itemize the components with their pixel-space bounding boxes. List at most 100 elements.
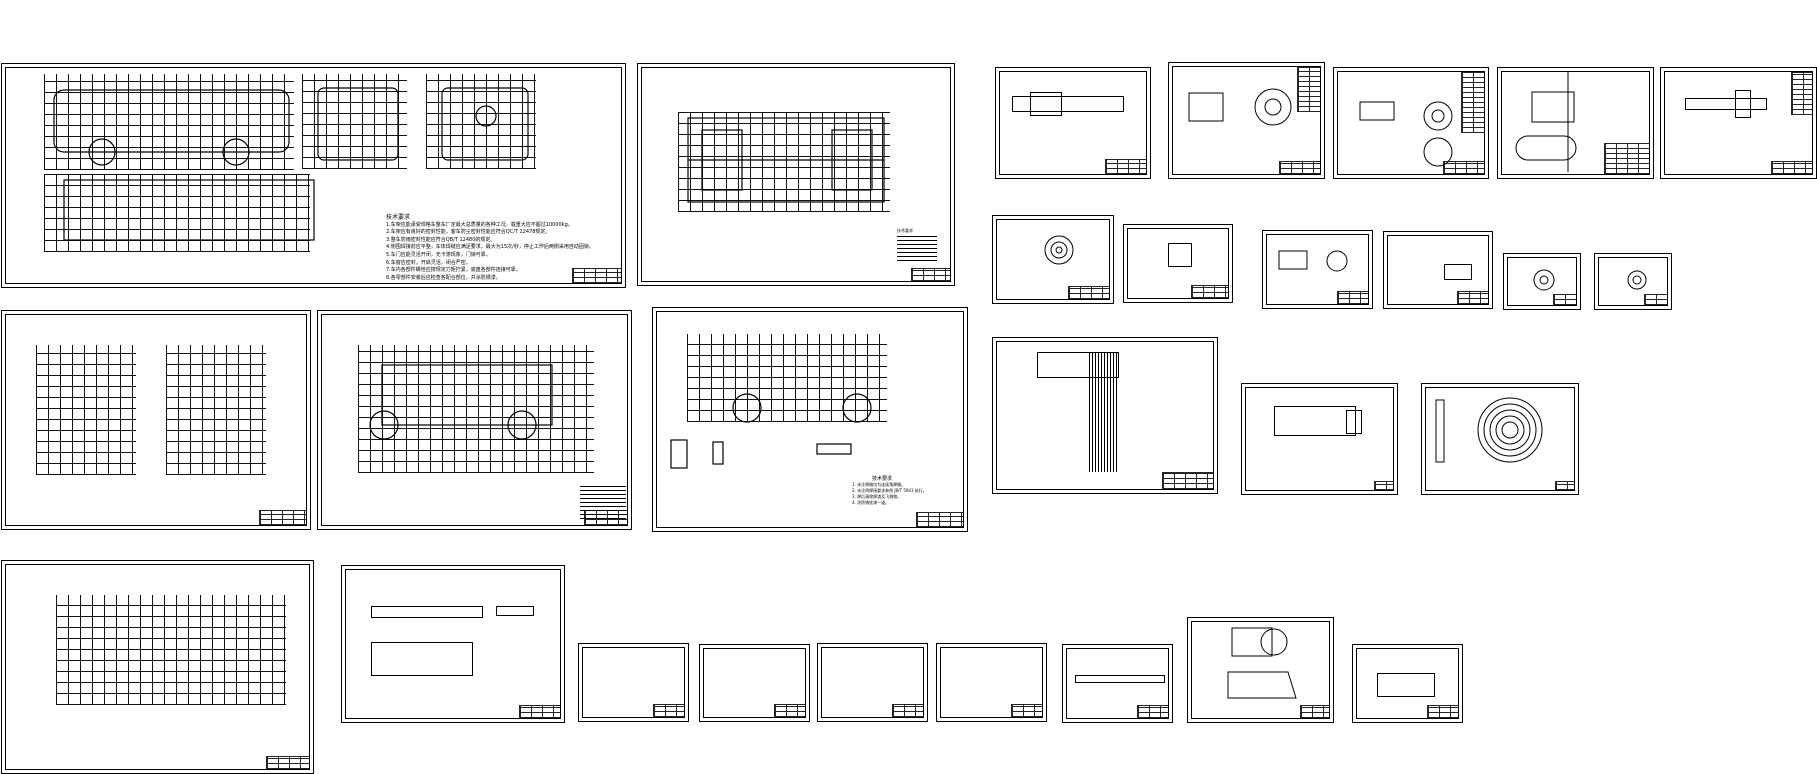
title-block: [584, 510, 627, 525]
title-block: [1374, 481, 1393, 490]
sheet-part-7[interactable]: [1123, 224, 1233, 303]
sheet-rect-block[interactable]: [1241, 383, 1398, 495]
sheet-part-3[interactable]: [1333, 67, 1489, 179]
sheet-part-13[interactable]: [578, 643, 689, 722]
wedge-drawing: [1227, 627, 1297, 699]
title-block: [1297, 67, 1320, 112]
title-block: [1011, 704, 1042, 717]
sheet-part-9[interactable]: [1383, 231, 1493, 309]
chassis-outline-drawing: [687, 117, 885, 203]
sheet-chassis-plan[interactable]: 技术要求: [637, 63, 955, 286]
sheet-side-section[interactable]: [317, 310, 632, 530]
sheet-part-19[interactable]: [1352, 644, 1463, 723]
title-block: [1300, 705, 1329, 718]
sheet-part-8[interactable]: [1262, 230, 1373, 309]
title-block: [1443, 161, 1484, 174]
part-plate: [1444, 264, 1472, 280]
part-block: [1377, 673, 1435, 697]
tech-note-line: 2.车架应有良好的密封性能，客车防尘密封性能应符合QC/T 12478规定。: [386, 229, 551, 236]
tech-note-line: 3.整车防雨密封性能应符合QB/T 12480的规定。: [386, 236, 496, 243]
bus-outline-drawing: [53, 87, 529, 241]
part-bar: [1075, 675, 1165, 683]
tech-note-line: 2. 未注明焊接要求参照 JB/T 5943 执行。: [852, 488, 927, 493]
tech-note-line: 4.侧围焊接前应平整，车体焊缝应满足要求，最大为15次/秒，停止工作后两侧采用自…: [386, 244, 594, 251]
part-shaft: [1012, 96, 1124, 112]
brake-drum-drawing: [1359, 101, 1453, 167]
title-block: [1604, 143, 1649, 174]
part-rect-block: [1274, 406, 1356, 436]
chassis-grid: [678, 112, 890, 212]
sheet-part-5[interactable]: [1660, 67, 1817, 179]
body-frame-drawing: [670, 393, 872, 469]
flange-drawing: [1278, 250, 1348, 272]
note-lines: [897, 233, 937, 261]
sheet-body-frame[interactable]: 技术要求 1. 未注焊缝均为连续角焊缝。 2. 未注明焊接要求参照 JB/T 5…: [652, 307, 968, 532]
title-block: [259, 510, 306, 525]
sheet-part-1[interactable]: [995, 67, 1151, 179]
title-block: [774, 704, 805, 717]
tech-note-line: 6.车窗应密封，开启灵活，闭合严密。: [386, 259, 471, 266]
sheet-roof-frame[interactable]: [1, 560, 314, 774]
part-gear: [1168, 243, 1192, 267]
part-beam: [371, 606, 483, 618]
title-block: [266, 756, 309, 769]
sheet-part-10[interactable]: [1503, 253, 1581, 310]
tech-note-line: 4. 涂防锈底漆一道。: [852, 500, 890, 505]
tech-note-line: 7.车内各部件螺栓应按规定力矩拧紧，底盘各部件连接可靠。: [386, 267, 521, 274]
tech-note-line: 3. 焊后清除焊渣及飞溅物。: [852, 494, 902, 499]
sheet-part-6[interactable]: [992, 215, 1114, 304]
title-block: [1162, 472, 1213, 489]
title-block: [916, 512, 963, 527]
title-block: [1279, 161, 1320, 174]
tech-note-line: 1. 未注焊缝均为连续角焊缝。: [852, 482, 906, 487]
plan-view-grid: [44, 174, 310, 252]
title-block: [1137, 705, 1168, 718]
side-section-grid: [358, 345, 594, 473]
tech-note-line: 8.各零部件安装后应检查各配合部位，并涂防锈漆。: [386, 274, 501, 281]
part-axle: [1685, 98, 1767, 110]
small-disc-drawing: [1627, 270, 1647, 290]
disc-drawing: [1044, 235, 1074, 265]
tech-notes-heading-1: 技术要求: [386, 214, 411, 221]
title-block: [1427, 705, 1458, 718]
seat-bracket-drawing: [1515, 72, 1577, 172]
part-axle-flange: [1735, 90, 1751, 118]
title-block: [1791, 72, 1812, 115]
title-block: [1644, 294, 1667, 305]
sheet-part-15[interactable]: [817, 643, 928, 722]
title-block: [892, 704, 923, 717]
tech-notes-heading-3: 技术要求: [872, 476, 893, 482]
sheet-part-2[interactable]: [1168, 62, 1325, 179]
sheet-part-16[interactable]: [936, 643, 1047, 722]
sheet-part-4[interactable]: [1497, 67, 1654, 179]
front-section-grid: [36, 345, 136, 475]
tech-note-line: 5.车门应能灵活开闭，无卡滞现象，门锁可靠。: [386, 251, 491, 258]
sheet-part-11[interactable]: [1594, 253, 1672, 310]
tube-bundle-lines: [1089, 352, 1119, 472]
sheet-bus-general-assembly[interactable]: 技术要求 1.车架应能承受规格车整车厂定最大总质量的各种工况，载重大应不超过10…: [1, 63, 626, 288]
part-rect-block-side: [1346, 410, 1362, 434]
title-block: [653, 704, 684, 717]
title-block: [1553, 294, 1576, 305]
sheet-part-18[interactable]: [1187, 617, 1334, 723]
title-block: [572, 268, 621, 283]
title-block: [1105, 159, 1146, 174]
part-clip: [496, 606, 534, 616]
sheet-concentric-rings[interactable]: [1421, 383, 1579, 495]
sheet-part-17[interactable]: [1062, 644, 1173, 723]
part-plate: [371, 642, 473, 676]
title-block: [1555, 481, 1574, 490]
seat-section-drawing: [369, 364, 553, 440]
title-block: [911, 268, 950, 281]
wheel-hub-drawing: [1188, 88, 1292, 126]
tech-notes-heading-2: 技术要求: [897, 228, 913, 233]
tech-notes-block-3: 技术要求 1. 未注焊缝均为连续角焊缝。 2. 未注明焊接要求参照 JB/T 5…: [852, 476, 927, 506]
rear-section-grid: [166, 345, 266, 475]
sheet-part-14[interactable]: [699, 644, 810, 722]
sheet-tube-bundle[interactable]: [992, 337, 1218, 494]
roof-frame-grid: [56, 595, 286, 705]
part-shaft-detail: [1030, 92, 1062, 116]
sheet-part-12[interactable]: [341, 565, 565, 723]
sheet-front-rear-sections[interactable]: [1, 310, 311, 530]
